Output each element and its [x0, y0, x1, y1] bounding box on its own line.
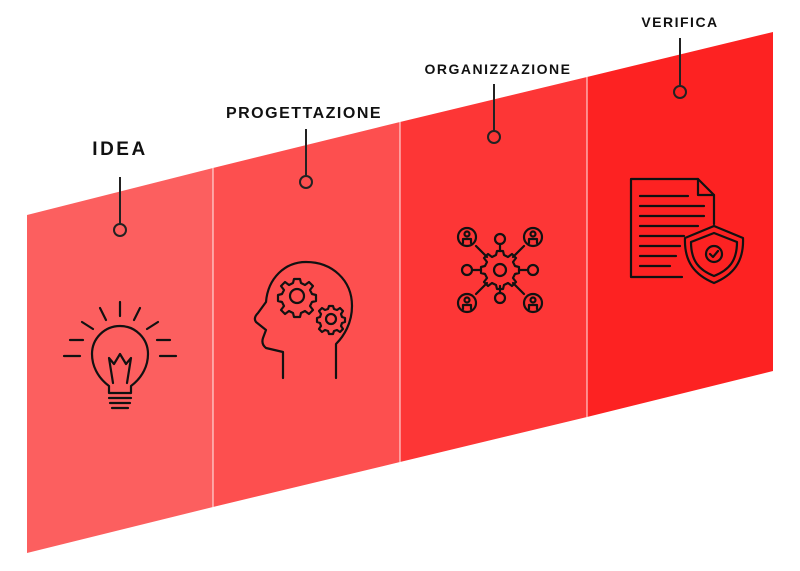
head-gears-icon — [253, 260, 354, 380]
connector-progettazione — [299, 129, 313, 189]
panel-verifica — [587, 32, 773, 417]
panel-idea — [27, 168, 213, 553]
step-label-verifica: VERIFICA — [641, 14, 719, 30]
step-label-progettazione: PROGETTAZIONE — [225, 105, 383, 122]
step-label-organizzazione: ORGANIZZAZIONE — [424, 61, 572, 77]
step-label-idea: IDEA — [92, 139, 148, 160]
connector-organizzazione — [487, 84, 501, 144]
light-bulb-icon — [62, 300, 178, 410]
network-gear-icon — [456, 226, 544, 314]
connector-idea — [113, 177, 127, 237]
document-shield-icon — [629, 177, 745, 285]
connector-verifica — [673, 38, 687, 99]
panel-progettazione — [213, 122, 400, 507]
panel-dividers — [212, 77, 588, 507]
